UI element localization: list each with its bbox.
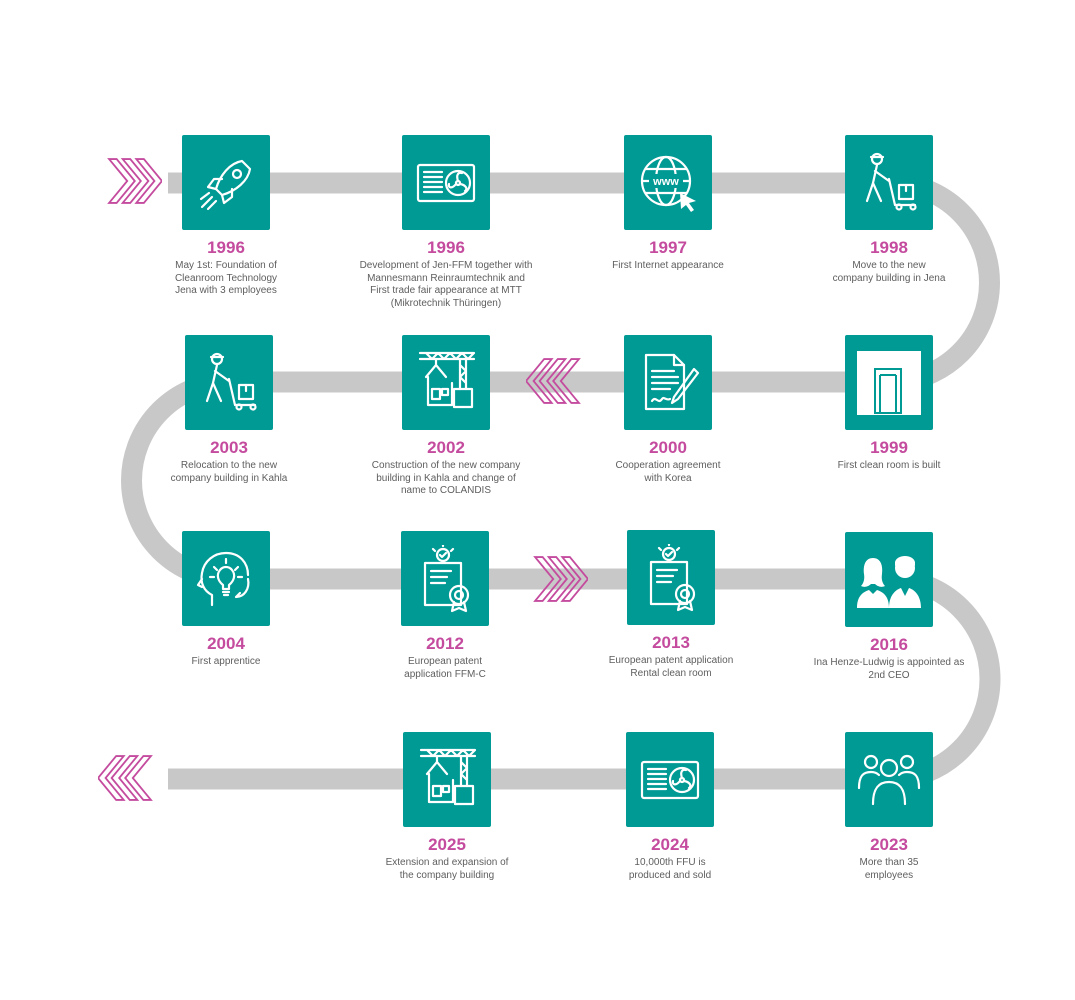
construction-crane-icon	[419, 748, 477, 805]
milestone-tile	[845, 532, 933, 627]
milestone-year: 1998	[870, 238, 908, 257]
milestone-year: 2025	[428, 835, 466, 854]
milestone-description: 10,000th FFU is produced and sold	[628, 857, 712, 881]
fan-filter-unit-icon	[640, 760, 700, 799]
end-arrow-icon	[96, 747, 160, 809]
milestone-tile	[185, 335, 273, 430]
milestone-year: 2016	[870, 635, 908, 654]
mover-with-cart-icon	[205, 352, 257, 411]
mover-with-cart-icon	[865, 152, 917, 211]
milestone-year: 2002	[427, 438, 465, 457]
milestone-year: 2004	[207, 634, 245, 653]
start-arrow-icon	[100, 150, 164, 212]
head-lightbulb-icon	[196, 551, 250, 606]
milestone-tile	[402, 135, 490, 230]
milestone-tile	[402, 335, 490, 430]
milestone-year: 2013	[652, 633, 690, 652]
row3-arrow-icon	[526, 548, 590, 610]
www-text: www	[652, 176, 679, 188]
milestone-tile	[845, 335, 933, 430]
milestone-tile	[845, 135, 933, 230]
milestone-year: 2023	[870, 835, 908, 854]
milestone-year: 2000	[649, 438, 687, 457]
milestone-tile	[182, 531, 270, 626]
milestone-year: 1997	[649, 238, 687, 257]
row2-arrow-icon	[524, 350, 588, 412]
milestone-description: May 1st: Foundation of Cleanroom Technol…	[174, 260, 278, 296]
milestone-description: Cooperation agreement with Korea	[615, 460, 721, 484]
milestone-tile	[624, 335, 712, 430]
milestone-description: First clean room is built	[837, 460, 941, 471]
milestone-description: First Internet appearance	[612, 260, 724, 271]
patent-certificate-icon	[649, 543, 696, 611]
milestone-tile	[401, 531, 489, 626]
milestone-description: Ina Henze-Ludwig is appointed as 2nd CEO	[813, 657, 965, 681]
milestone-description: Construction of the new company building…	[371, 460, 521, 496]
milestone-description: European patent application Rental clean…	[608, 655, 734, 679]
group-people-icon	[857, 754, 921, 805]
construction-crane-icon	[418, 351, 476, 408]
signed-contract-icon	[644, 353, 700, 410]
milestone-tile	[845, 732, 933, 827]
milestone-tile	[626, 732, 714, 827]
milestone-tile: www	[624, 135, 712, 230]
milestone-description: Extension and expansion of the company b…	[385, 857, 509, 881]
milestone-tile	[403, 732, 491, 827]
two-people-icon	[857, 555, 921, 608]
milestone-description: More than 35 employees	[859, 857, 919, 881]
milestone-description: First apprentice	[191, 656, 261, 667]
milestone-tile	[182, 135, 270, 230]
milestone-year: 1996	[207, 238, 245, 257]
milestone-description: Move to the new company building in Jena	[832, 260, 946, 284]
milestone-year: 2003	[210, 438, 248, 457]
milestone-tile	[627, 530, 715, 625]
patent-certificate-icon	[423, 544, 470, 612]
milestone-year: 2024	[651, 835, 689, 854]
rocket-icon	[199, 159, 252, 210]
milestone-year: 2012	[426, 634, 464, 653]
milestone-2024: 2024 10,000th FFU is produced and sold	[560, 732, 780, 882]
milestone-description: Relocation to the new company building i…	[170, 460, 288, 484]
fan-filter-unit-icon	[416, 163, 476, 202]
clean-room-door-icon	[857, 350, 921, 415]
www-globe-icon: www	[640, 155, 696, 212]
milestone-year: 1996	[427, 238, 465, 257]
milestone-year: 1999	[870, 438, 908, 457]
milestone-description: Development of Jen-FFM together with Man…	[359, 260, 533, 309]
milestone-description: European patent application FFM-C	[404, 656, 486, 680]
